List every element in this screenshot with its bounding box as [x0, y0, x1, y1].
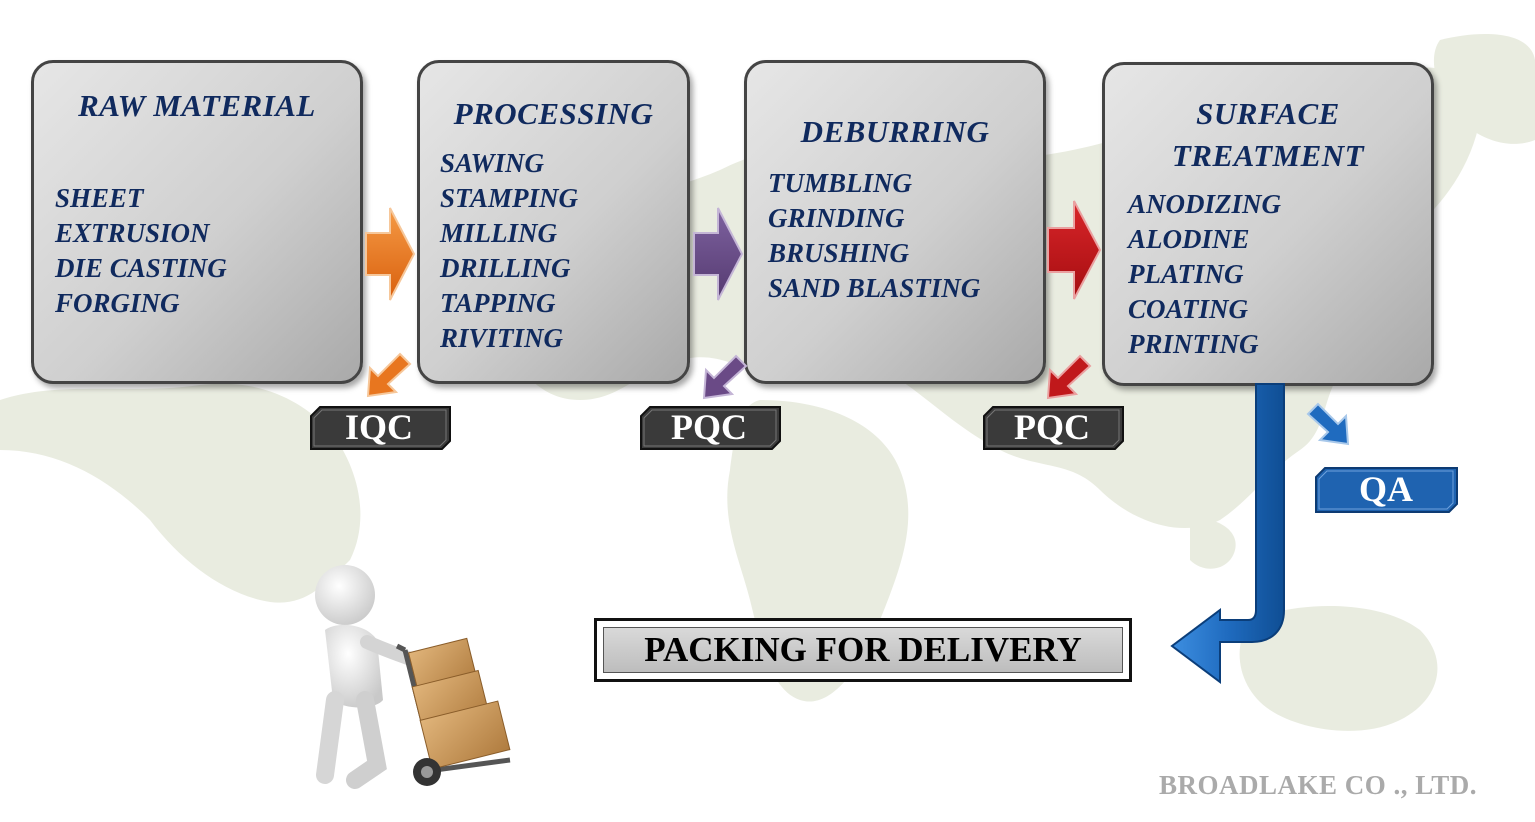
qc-label: PQC	[1014, 407, 1090, 447]
pqc-badge-deburring: PQC	[983, 406, 1124, 450]
step-title-line: DEBURRING	[800, 114, 990, 149]
list-item: PLATING	[1128, 259, 1244, 289]
step-title: SURFACE TREATMENT	[1105, 93, 1431, 177]
list-item: STAMPING	[440, 183, 579, 213]
person-with-hand-truck-and-boxes-icon	[315, 565, 511, 789]
purple-right-arrow-icon	[693, 207, 744, 301]
red-right-arrow-icon	[1047, 200, 1102, 300]
packing-label: PACKING FOR DELIVERY	[644, 630, 1082, 669]
list-item: DRILLING	[440, 253, 571, 283]
step-title: PROCESSING	[420, 93, 687, 135]
qc-label: IQC	[344, 407, 413, 447]
orange-diagonal-arrow-icon	[366, 352, 412, 398]
step-items: ANODIZING ALODINE PLATING COATING PRINTI…	[1128, 187, 1281, 362]
step-surface-treatment: SURFACE TREATMENT ANODIZING ALODINE PLAT…	[1102, 62, 1434, 386]
step-items: TUMBLING GRINDING BRUSHING SAND BLASTING	[768, 166, 980, 306]
list-item: COATING	[1128, 294, 1249, 324]
list-item: ALODINE	[1128, 224, 1250, 254]
list-item: GRINDING	[768, 203, 905, 233]
list-item: PRINTING	[1128, 329, 1259, 359]
list-item: SAND BLASTING	[768, 273, 981, 303]
step-raw-material: RAW MATERIAL SHEET EXTRUSION DIE CASTING…	[31, 60, 363, 384]
list-item: BRUSHING	[768, 238, 910, 268]
pqc-badge-processing: PQC	[640, 406, 781, 450]
blue-diagonal-arrow-icon	[1306, 402, 1350, 446]
purple-diagonal-arrow-icon	[702, 354, 748, 400]
step-title: RAW MATERIAL	[34, 85, 360, 127]
list-item: FORGING	[55, 288, 180, 318]
list-item: ANODIZING	[1128, 189, 1282, 219]
step-title-line: SURFACE	[1196, 96, 1340, 131]
step-title: DEBURRING	[747, 111, 1043, 153]
step-title-line: PROCESSING	[453, 96, 654, 131]
list-item: EXTRUSION	[55, 218, 210, 248]
packing-for-delivery-box: PACKING FOR DELIVERY	[594, 618, 1132, 682]
list-item: TAPPING	[440, 288, 556, 318]
qc-label: PQC	[671, 407, 747, 447]
company-name: BROADLAKE CO ., LTD.	[1158, 770, 1477, 800]
packing-inner-panel	[603, 627, 1123, 673]
qc-label: QA	[1359, 469, 1413, 509]
step-title-line: RAW MATERIAL	[78, 88, 316, 123]
list-item: DIE CASTING	[55, 253, 227, 283]
list-item: TUMBLING	[768, 168, 913, 198]
step-deburring: DEBURRING TUMBLING GRINDING BRUSHING SAN…	[744, 60, 1046, 384]
list-item: SHEET	[55, 183, 144, 213]
step-items: SAWING STAMPING MILLING DRILLING TAPPING…	[440, 146, 578, 356]
blue-return-arrow-icon	[1170, 383, 1285, 684]
iqc-badge: IQC	[310, 406, 451, 450]
step-items: SHEET EXTRUSION DIE CASTING FORGING	[55, 181, 227, 321]
list-item: RIVITING	[440, 323, 564, 353]
list-item: MILLING	[440, 218, 558, 248]
step-title-line: TREATMENT	[1171, 138, 1365, 173]
orange-right-arrow-icon	[365, 207, 416, 301]
list-item: SAWING	[440, 148, 545, 178]
red-diagonal-arrow-icon	[1046, 354, 1092, 400]
step-processing: PROCESSING SAWING STAMPING MILLING DRILL…	[417, 60, 690, 384]
qa-badge: QA	[1315, 467, 1458, 513]
